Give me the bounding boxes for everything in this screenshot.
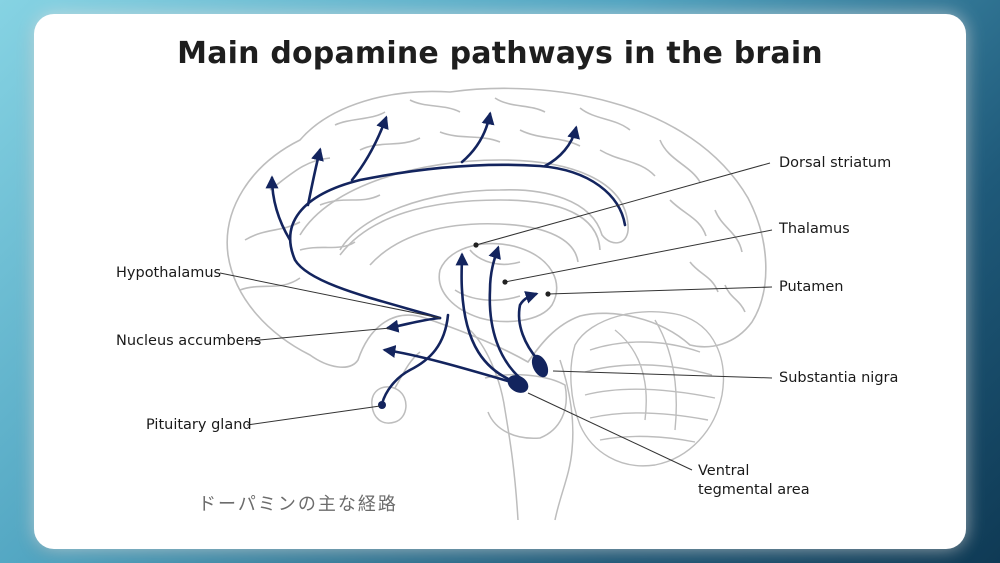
label-hypothalamus: Hypothalamus (116, 265, 222, 281)
thalamus-outline (438, 242, 558, 323)
branch-4 (460, 111, 495, 164)
inner-structure (454, 249, 521, 302)
vta-projection-1 (455, 252, 517, 384)
gyri-2 (299, 129, 719, 293)
label-nucleus-accumbens: Nucleus accumbens (116, 333, 262, 349)
inner-arc-2 (369, 222, 579, 266)
cerebellum-outline (570, 310, 725, 467)
corpus-callosum (299, 159, 629, 251)
leader-pituitary (246, 405, 381, 426)
cerebellum-folia (584, 319, 716, 443)
leader-hypothalamus (219, 272, 441, 319)
branch-1 (265, 175, 292, 242)
brainstem (469, 329, 574, 521)
branch-5 (543, 125, 580, 168)
cerebellum (570, 310, 725, 467)
leader-dorsal-striatum (475, 162, 771, 246)
tuberoinfundibular-path (380, 313, 450, 406)
label-substantia-nigra: Substantia nigra (779, 370, 899, 386)
leader-lines (219, 162, 773, 471)
gyri-1 (239, 97, 746, 313)
substantia-nigra-node (531, 354, 549, 378)
leader-nucleus-accumbens (247, 327, 391, 342)
cerebrum-outline (226, 87, 767, 368)
leader-thalamus (504, 229, 773, 283)
vta-projection-3 (382, 345, 520, 386)
label-ventral-tegmental-area-line1: Ventral (698, 463, 750, 479)
label-thalamus: Thalamus (779, 221, 850, 237)
leader-putamen (547, 286, 773, 295)
vta-node (507, 375, 529, 393)
nigrostriatal-path (517, 291, 540, 362)
leader-vta (527, 392, 693, 471)
branch-3 (350, 115, 389, 182)
inner-arc-1 (339, 199, 601, 256)
dopamine-pathways (265, 111, 627, 406)
pituitary-outline (371, 351, 421, 424)
label-pituitary-gland: Pituitary gland (146, 417, 252, 433)
pons (484, 373, 567, 439)
pituitary-node (378, 401, 386, 409)
mesocortical-arc (289, 163, 627, 320)
leader-substantia-nigra (552, 370, 773, 379)
vta-projection-2 (488, 245, 522, 380)
label-putamen: Putamen (779, 279, 844, 295)
japanese-subtitle: ドーパミンの主な経路 (198, 494, 398, 515)
label-dorsal-striatum: Dorsal striatum (779, 155, 892, 171)
leader-dots (473, 242, 551, 297)
label-ventral-tegmental-area-line2: tegmental area (698, 482, 810, 498)
brainstem-outline (469, 329, 574, 521)
page-title: Main dopamine pathways in the brain (177, 36, 823, 71)
brain-outline (226, 87, 767, 368)
diagram-card (34, 14, 966, 549)
branch-2 (306, 147, 324, 207)
mesolimbic-path (385, 316, 442, 333)
